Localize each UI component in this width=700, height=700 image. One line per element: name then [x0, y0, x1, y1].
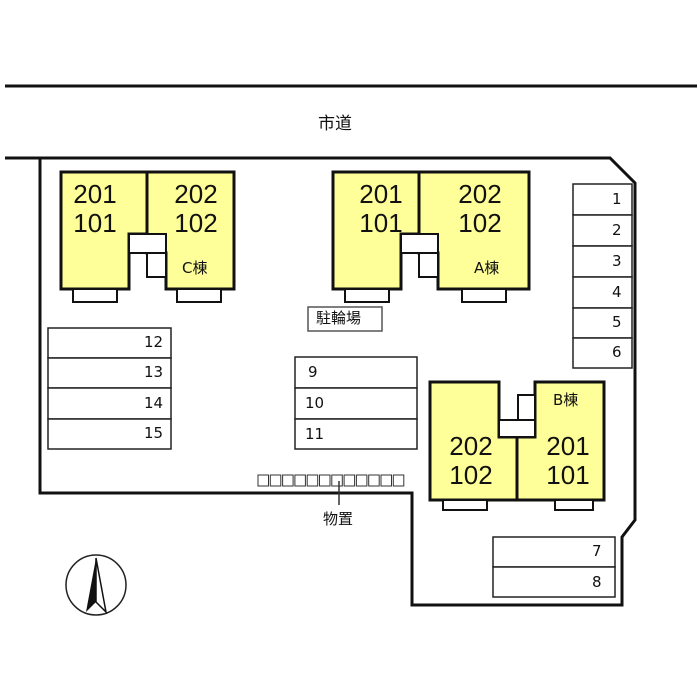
parking-space-9: 9 [308, 363, 318, 381]
parking-space-10: 10 [305, 394, 325, 412]
parking-space-8: 8 [592, 573, 602, 591]
parking-1-6 [572, 183, 633, 369]
parking-space-1: 1 [612, 190, 622, 208]
storage-shed [319, 474, 331, 487]
parking-space-5: 5 [612, 313, 622, 331]
storage-shed [294, 474, 306, 487]
storage-shed [257, 474, 269, 487]
building-b [428, 380, 606, 511]
parking-9-11 [294, 356, 418, 450]
parking-space-11: 11 [305, 425, 325, 443]
parking-7-8 [492, 536, 616, 598]
parking-space-13: 13 [144, 363, 164, 381]
storage-sheds [257, 474, 405, 487]
parking-space-4: 4 [612, 283, 622, 301]
storage-shed [392, 474, 405, 487]
parking-12-15 [47, 327, 172, 450]
building-a [331, 170, 531, 303]
storage-shed [282, 474, 294, 487]
north-compass-icon [65, 554, 127, 616]
storage-shed [306, 474, 319, 487]
storage-shed [269, 474, 282, 487]
storage-label: 物置 [323, 510, 354, 528]
parking-space-3: 3 [612, 252, 622, 270]
storage-shed [343, 474, 356, 487]
building-a-label: A棟 [474, 259, 500, 277]
parking-space-2: 2 [612, 221, 622, 239]
site-boundary [5, 156, 637, 607]
bicycle-parking-box [307, 306, 383, 332]
storage-shed [368, 474, 380, 487]
parking-space-15: 15 [144, 424, 164, 442]
parking-space-6: 6 [612, 343, 622, 361]
bicycle-parking-label: 駐輪場 [316, 309, 362, 327]
building-c [59, 170, 236, 303]
building-c-label: C棟 [182, 259, 208, 277]
building-b-label: B棟 [553, 391, 579, 409]
storage-shed [380, 474, 392, 487]
parking-space-12: 12 [144, 333, 164, 351]
parking-space-7: 7 [592, 542, 602, 560]
storage-shed [355, 474, 368, 487]
storage-shed [331, 474, 343, 487]
road-label: 市道 [318, 114, 352, 134]
parking-space-14: 14 [144, 394, 164, 412]
